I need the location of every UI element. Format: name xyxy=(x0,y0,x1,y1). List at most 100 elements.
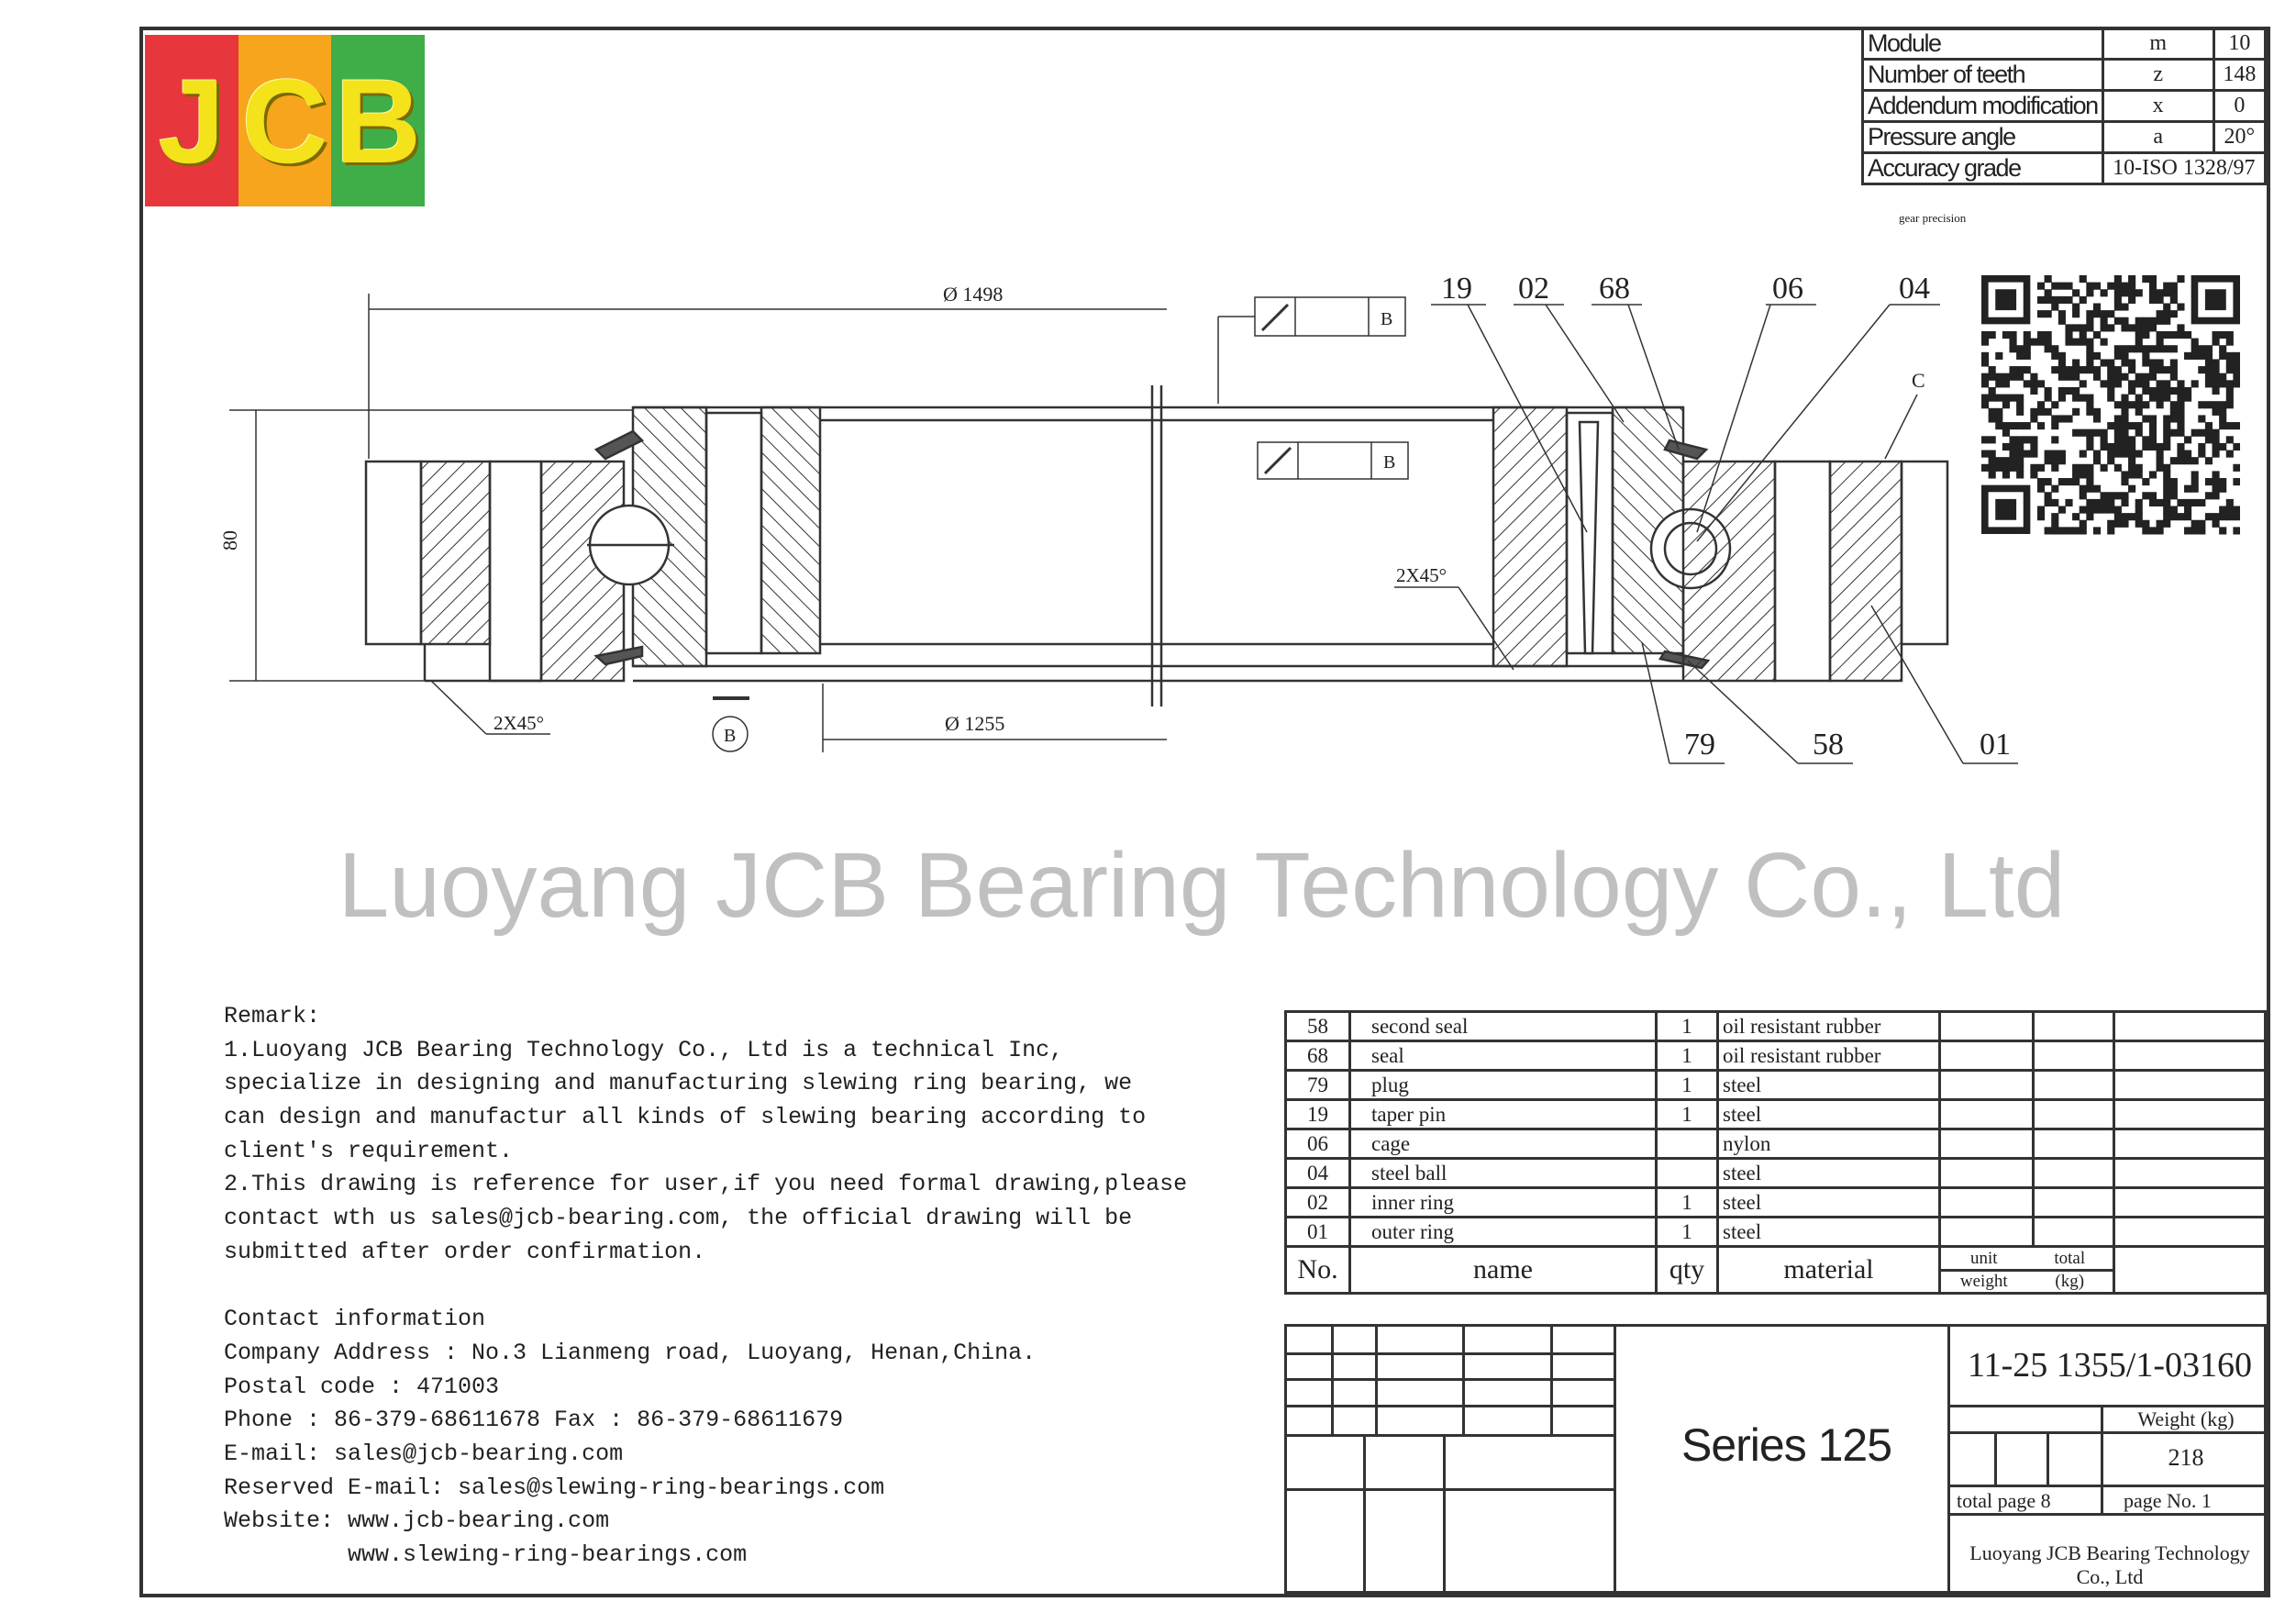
part-no: 02 xyxy=(1284,1186,1351,1218)
gear-label: Module xyxy=(1861,27,2104,61)
gear-value: 148 xyxy=(2212,58,2268,92)
empty-cell xyxy=(1938,1040,2035,1072)
chamfer-right-label: 2X45° xyxy=(1396,564,1447,586)
weight-label: Weight (kg) xyxy=(2137,1407,2235,1430)
grid-line xyxy=(1363,1434,1366,1594)
inner-diameter-label: Ø 1255 xyxy=(945,712,1004,735)
header-total: total xyxy=(2054,1248,2086,1268)
gear-label: Accuracy grade xyxy=(1861,151,2104,185)
header-weight-label: weight xyxy=(1959,1271,2008,1291)
grid-line xyxy=(1994,1431,1997,1485)
gear-symbol: x xyxy=(2101,89,2215,123)
part-name: outer ring xyxy=(1348,1216,1658,1248)
empty-cell xyxy=(1938,1216,2035,1248)
grid-line xyxy=(1462,1327,1465,1434)
tolerance-datum-1: B xyxy=(1381,309,1392,329)
bearing-cross-section: Ø 1498 Ø 1255 80 2X45° 2X45° B B B 19 02… xyxy=(218,272,2018,764)
part-no: 04 xyxy=(1284,1157,1351,1189)
grid-line xyxy=(1614,1327,1616,1596)
grid-line xyxy=(1287,1405,1614,1407)
empty-cell xyxy=(1938,1010,2035,1042)
part-material: steel xyxy=(1716,1186,1941,1218)
series-label: Series 125 xyxy=(1681,1419,1892,1471)
tolerance-datum-2: B xyxy=(1383,452,1395,473)
empty-cell xyxy=(2032,1010,2115,1042)
remark-line: Contact information xyxy=(224,1306,486,1333)
remark-line: 2.This drawing is reference for user,if … xyxy=(224,1171,1188,1198)
empty-cell xyxy=(1938,1128,2035,1160)
remark-line: Company Address : No.3 Lianmeng road, Lu… xyxy=(224,1339,1037,1366)
title-block: Series 125 11-25 1355/1-03160 Weight (kg… xyxy=(1284,1324,2267,1596)
empty-cell xyxy=(2032,1128,2115,1160)
left-outer-ring xyxy=(364,460,626,683)
drawing-frame xyxy=(139,27,2270,1597)
grid-line xyxy=(1947,1513,2267,1516)
remark-line: specialize in designing and manufacturin… xyxy=(224,1070,1133,1097)
empty-cell xyxy=(2113,1069,2267,1101)
company-name: Luoyang JCB Bearing Technology Co., Ltd xyxy=(1969,1541,2250,1588)
empty-cell xyxy=(2032,1186,2115,1218)
callout-02: 02 xyxy=(1518,272,1549,306)
remark-line: contact wth us sales@jcb-bearing.com, th… xyxy=(224,1205,1133,1232)
part-qty: 1 xyxy=(1655,1069,1719,1101)
empty-cell xyxy=(2113,1128,2267,1160)
remark-line: submitted after order confirmation. xyxy=(224,1238,706,1265)
left-inner-ring xyxy=(587,406,822,668)
part-name: plug xyxy=(1348,1069,1658,1101)
callout-c: C xyxy=(1912,369,1925,392)
qr-code xyxy=(1981,275,2240,535)
callout-01: 01 xyxy=(1980,728,2011,762)
remark-line: client's requirement. xyxy=(224,1137,514,1164)
grid-line xyxy=(1947,1327,1950,1596)
grid-line xyxy=(1947,1405,2267,1407)
parts-header-row: No. name qty material unit total weight (k… xyxy=(1284,1245,2267,1295)
empty-cell xyxy=(1938,1157,2035,1189)
header-unit: unit xyxy=(1969,1248,1998,1268)
part-name: inner ring xyxy=(1348,1186,1658,1218)
part-material: oil resistant rubber xyxy=(1716,1010,1941,1042)
part-name: seal xyxy=(1348,1040,1658,1072)
empty-cell xyxy=(2113,1216,2267,1248)
weight-value: 218 xyxy=(2168,1444,2204,1471)
empty-cell xyxy=(1938,1098,2035,1130)
part-material: oil resistant rubber xyxy=(1716,1040,1941,1072)
header-qty: qty xyxy=(1655,1245,1719,1295)
callout-04: 04 xyxy=(1899,272,1930,306)
header-material: material xyxy=(1716,1245,1941,1295)
gear-label: Number of teeth xyxy=(1861,58,2104,92)
empty-cell xyxy=(2032,1040,2115,1072)
header-no: No. xyxy=(1284,1245,1351,1295)
part-no: 06 xyxy=(1284,1128,1351,1160)
part-material: steel xyxy=(1716,1157,1941,1189)
grid-line xyxy=(2101,1405,2103,1513)
remark-line: Phone : 86-379-68611678 Fax : 86-379-686… xyxy=(224,1407,844,1434)
total-page: total page 8 xyxy=(1957,1489,2051,1512)
header-kg: (kg) xyxy=(2055,1271,2085,1291)
body-lines xyxy=(633,385,1683,706)
gear-symbol: m xyxy=(2101,27,2215,61)
part-name: second seal xyxy=(1348,1010,1658,1042)
part-qty: 1 xyxy=(1655,1186,1719,1218)
part-qty xyxy=(1655,1128,1719,1160)
header-name: name xyxy=(1348,1245,1658,1295)
remark-line: Website: www.jcb-bearing.com xyxy=(224,1507,610,1535)
empty-cell xyxy=(2113,1040,2267,1072)
datum-b-label: B xyxy=(724,726,736,746)
jcb-logo: J C B xyxy=(145,35,426,206)
part-qty: 1 xyxy=(1655,1010,1719,1042)
empty-cell xyxy=(2113,1186,2267,1218)
gear-label: Addendum modification xyxy=(1861,89,2104,123)
empty-cell xyxy=(2113,1245,2267,1295)
